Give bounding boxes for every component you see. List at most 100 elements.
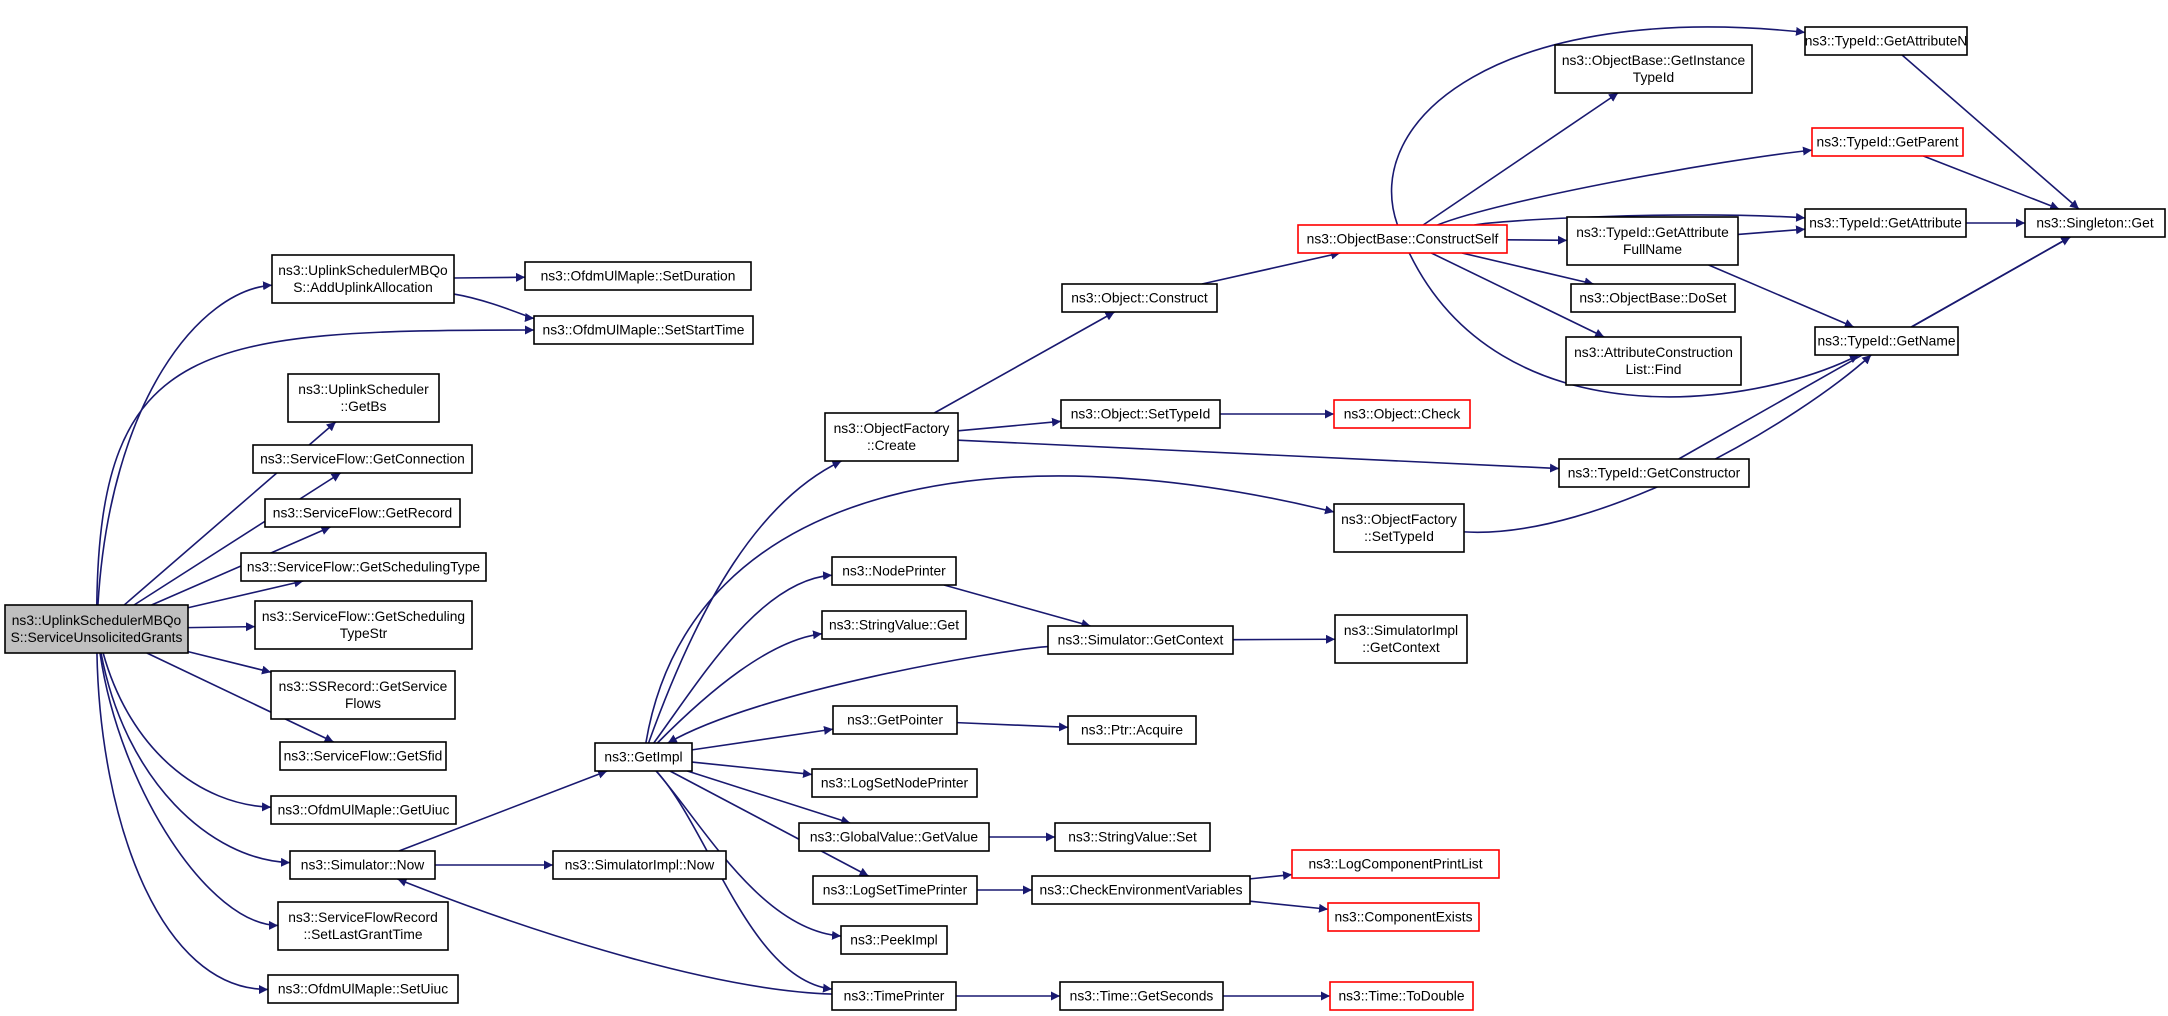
function-node-n44[interactable]: ns3::TypeId::GetConstructor	[1558, 458, 1750, 488]
function-node-n16[interactable]: ns3::SimulatorImpl::Now	[552, 850, 727, 880]
function-node-n24[interactable]: ns3::PeekImpl	[840, 925, 948, 955]
function-node-n2[interactable]: ns3::OfdmUlMaple::SetDuration	[524, 261, 752, 291]
node-box	[289, 850, 436, 880]
function-node-n33[interactable]: ns3::Time::GetSeconds	[1059, 981, 1224, 1011]
call-edge-n15-n20	[691, 725, 834, 751]
node-box	[1047, 625, 1234, 655]
function-node-n20[interactable]: ns3::GetPointer	[832, 705, 958, 735]
node-label: FullName	[1623, 242, 1682, 257]
node-box	[832, 705, 958, 735]
edge-arrow	[1201, 250, 1341, 285]
edge-arrow	[1422, 92, 1619, 226]
function-node-n32[interactable]: ns3::CheckEnvironmentVariables	[1031, 875, 1251, 905]
edge-arrow	[655, 770, 833, 993]
function-node-n36[interactable]: ns3::SimulatorImpl::GetContext	[1334, 614, 1468, 664]
function-node-n34[interactable]: ns3::ObjectBase::ConstructSelf	[1297, 224, 1508, 254]
node-label: ns3::LogSetTimePrinter	[823, 883, 968, 898]
function-node-n4[interactable]: ns3::UplinkScheduler::GetBs	[287, 373, 440, 423]
edge-arrow	[1923, 155, 2060, 210]
node-box	[287, 373, 440, 423]
node-box	[1297, 224, 1508, 254]
function-node-n29[interactable]: ns3::Simulator::GetContext	[1047, 625, 1234, 655]
node-label: ns3::TypeId::GetAttributeN	[1805, 34, 1968, 49]
function-node-n31[interactable]: ns3::StringValue::Set	[1054, 822, 1211, 852]
node-label: Flows	[345, 696, 381, 711]
node-label: ns3::Object::Check	[1344, 407, 1461, 422]
node-box	[1333, 503, 1465, 553]
function-node-n3[interactable]: ns3::OfdmUlMaple::SetStartTime	[533, 315, 754, 345]
node-box	[1814, 326, 1959, 356]
function-node-n45[interactable]: ns3::TypeId::GetAttributeN	[1804, 26, 1968, 56]
function-node-n21[interactable]: ns3::LogSetNodePrinter	[811, 768, 978, 798]
function-node-n18[interactable]: ns3::NodePrinter	[831, 556, 957, 586]
function-node-n38[interactable]: ns3::ComponentExists	[1327, 902, 1480, 932]
node-box	[254, 600, 473, 650]
function-node-n7[interactable]: ns3::ServiceFlow::GetSchedulingType	[240, 552, 487, 582]
call-edge-n0-n12	[100, 652, 291, 867]
node-label: ::SetTypeId	[1364, 529, 1434, 544]
function-node-n46[interactable]: ns3::TypeId::GetParent	[1811, 127, 1964, 157]
node-box	[1061, 283, 1218, 313]
function-node-n10[interactable]: ns3::ServiceFlow::GetSfid	[279, 741, 447, 771]
function-node-n30[interactable]: ns3::Ptr::Acquire	[1067, 715, 1197, 745]
function-node-n27[interactable]: ns3::Object::SetTypeId	[1060, 399, 1221, 429]
function-node-n11[interactable]: ns3::OfdmUlMaple::GetUiuc	[270, 795, 457, 825]
function-node-n25[interactable]: ns3::TimePrinter	[831, 981, 957, 1011]
function-node-n19[interactable]: ns3::StringValue::Get	[821, 610, 967, 640]
call-edge-n0-n7	[187, 578, 304, 609]
call-edge-n26-n34	[1201, 250, 1341, 285]
call-edge-n34-n40	[1422, 92, 1619, 226]
function-node-n15[interactable]: ns3::GetImpl	[594, 742, 693, 772]
node-box	[1334, 614, 1468, 664]
call-edge-n17-n26	[933, 311, 1115, 414]
function-node-n42[interactable]: ns3::ObjectBase::DoSet	[1570, 283, 1736, 313]
node-box	[824, 412, 959, 462]
edge-arrow	[1430, 252, 1605, 338]
function-node-n13[interactable]: ns3::ServiceFlowRecord::SetLastGrantTime	[277, 901, 449, 951]
node-label: ns3::Time::GetSeconds	[1070, 989, 1214, 1004]
node-label: S::AddUplinkAllocation	[293, 280, 433, 295]
function-node-n14[interactable]: ns3::OfdmUlMaple::SetUiuc	[267, 974, 459, 1004]
function-node-n5[interactable]: ns3::ServiceFlow::GetConnection	[252, 444, 473, 474]
function-node-n35[interactable]: ns3::Object::Check	[1333, 399, 1471, 429]
node-label: TypeStr	[340, 626, 388, 641]
node-box	[1291, 849, 1500, 879]
node-box	[831, 981, 957, 1011]
function-node-n49[interactable]: ns3::Singleton::Get	[2024, 208, 2166, 238]
function-node-n22[interactable]: ns3::GlobalValue::GetValue	[798, 822, 990, 852]
call-edge-n15-n18	[653, 571, 833, 744]
node-label: ns3::OfdmUlMaple::GetUiuc	[278, 803, 450, 818]
function-node-n37[interactable]: ns3::LogComponentPrintList	[1291, 849, 1500, 879]
function-node-n1[interactable]: ns3::UplinkSchedulerMBQoS::AddUplinkAllo…	[271, 254, 455, 304]
function-node-n28[interactable]: ns3::ObjectFactory::SetTypeId	[1333, 503, 1465, 553]
function-node-n6[interactable]: ns3::ServiceFlow::GetRecord	[264, 498, 461, 528]
node-box	[1060, 399, 1221, 429]
node-label: ns3::Object::SetTypeId	[1071, 407, 1211, 422]
function-node-n39[interactable]: ns3::Time::ToDouble	[1329, 981, 1474, 1011]
node-box	[2024, 208, 2166, 238]
node-label: ns3::GetImpl	[604, 750, 682, 765]
edge-arrow	[956, 721, 1069, 732]
function-node-n0[interactable]: ns3::UplinkSchedulerMBQoS::ServiceUnsoli…	[4, 604, 189, 654]
function-node-n17[interactable]: ns3::ObjectFactory::Create	[824, 412, 959, 462]
node-label: ns3::SSRecord::GetService	[279, 679, 448, 694]
node-label: ns3::TypeId::GetParent	[1817, 135, 1959, 150]
function-node-n26[interactable]: ns3::Object::Construct	[1061, 283, 1218, 313]
node-label: ns3::NodePrinter	[842, 564, 946, 579]
node-label: TypeId	[1633, 70, 1674, 85]
function-node-n47[interactable]: ns3::TypeId::GetAttribute	[1804, 208, 1967, 238]
function-node-n23[interactable]: ns3::LogSetTimePrinter	[812, 875, 978, 905]
node-box	[821, 610, 967, 640]
function-node-n48[interactable]: ns3::TypeId::GetName	[1814, 326, 1959, 356]
call-edge-n15-n22	[687, 770, 851, 825]
node-label: ns3::TimePrinter	[844, 989, 945, 1004]
function-node-n12[interactable]: ns3::Simulator::Now	[289, 850, 436, 880]
node-box	[240, 552, 487, 582]
node-label: ::GetBs	[340, 399, 386, 414]
node-label: ns3::ServiceFlow::GetSchedulingType	[247, 560, 480, 575]
